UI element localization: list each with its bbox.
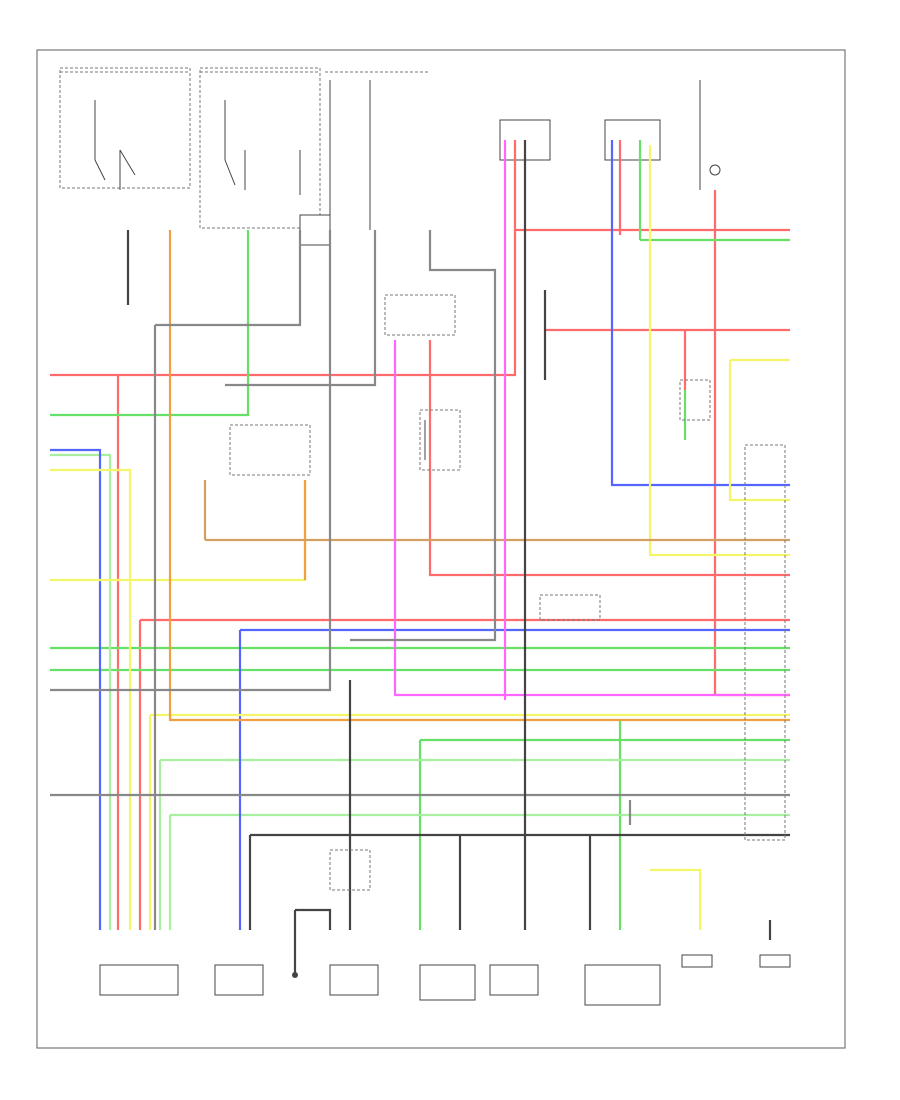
- wire-blue-left: [50, 448, 102, 930]
- component-box-5: [489, 964, 539, 996]
- component-box-8: [759, 954, 791, 968]
- wire-lightgreen-4: [158, 760, 172, 930]
- wire-gray-main: [50, 230, 332, 692]
- wire-yellow-left: [50, 468, 132, 930]
- ecu-terminal-column: [744, 444, 786, 841]
- wiring: [50, 140, 790, 975]
- component-box-1: [99, 964, 179, 996]
- component-box-7: [681, 954, 713, 968]
- wire-yellow-r2: [728, 358, 790, 502]
- wire-gray-mid2: [350, 230, 497, 642]
- diagram-frame: [36, 49, 846, 1049]
- wire-yellow-bottom: [650, 868, 702, 930]
- wire-black-drops: [248, 140, 592, 930]
- bottom-components: [99, 954, 791, 1006]
- sensor-symbol: [709, 164, 721, 176]
- wire-yellow-right: [648, 145, 790, 557]
- wire-pink: [393, 340, 790, 697]
- wire-green-main: [50, 230, 250, 417]
- center-components: [229, 294, 711, 978]
- wire-lightgreen-1: [50, 453, 112, 930]
- ground-symbol: [292, 972, 298, 978]
- wire-orange-main: [168, 230, 790, 722]
- wire-black-ground: [293, 908, 332, 975]
- component-box-4: [419, 964, 476, 1001]
- wire-red-tall: [428, 340, 790, 577]
- wire-gray-h: [155, 230, 302, 327]
- component-box-2: [214, 964, 264, 996]
- component-box-6: [584, 964, 661, 1006]
- wire-gray-mid: [225, 230, 377, 387]
- wire-red-main: [50, 230, 517, 377]
- component-box-3: [329, 964, 379, 996]
